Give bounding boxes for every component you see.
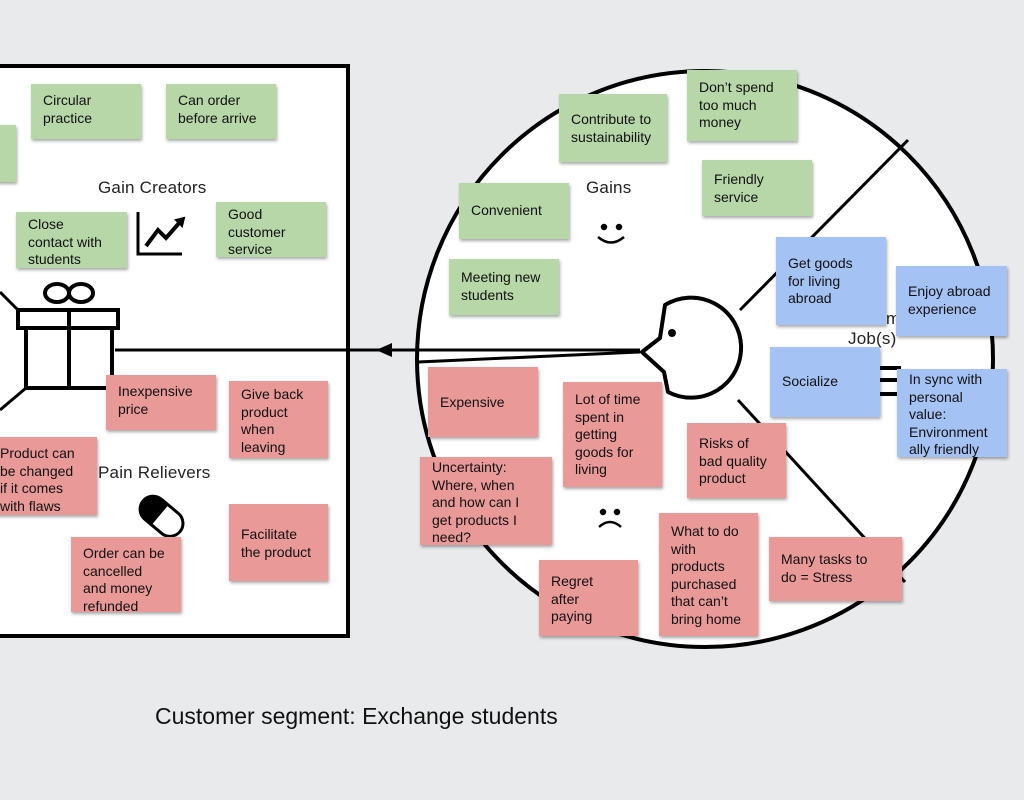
job-note-socialize[interactable]: Socialize [770,347,880,417]
customer-face-icon [640,295,744,400]
gain-note-convenient[interactable]: Convenient [459,183,569,239]
gift-icon [16,282,120,390]
job-note-enjoy-abroad[interactable]: Enjoy abroad experience [896,266,1007,336]
gain-creator-note-order-before-arrive[interactable]: Can order before arrive [166,84,276,139]
pain-reliever-note-order-cancelled[interactable]: Order can be cancelled and money refunde… [71,537,181,612]
pain-note-what-to-do[interactable]: What to do with products purchased that … [659,513,758,636]
gain-creator-note-customer-service[interactable]: Good customer service [216,202,326,257]
pain-note-many-tasks[interactable]: Many tasks to do = Stress [769,537,902,601]
job-note-get-goods[interactable]: Get goods for living abroad [776,237,886,325]
pain-note-regret[interactable]: Regret after paying [539,560,638,636]
pain-note-uncertainty[interactable]: Uncertainty: Where, when and how can I g… [420,457,552,545]
pain-reliever-note-facilitate[interactable]: Facilitate the product [229,504,328,581]
gain-note-sustainability[interactable]: Contribute to sustainability [559,94,667,162]
profile-divider-upper-right [738,138,910,312]
value-map-divider-lower [0,386,27,412]
customer-segment-caption: Customer segment: Exchange students [155,703,558,729]
gains-label: Gains [586,178,632,197]
pill-icon [138,494,185,538]
fit-arrow-head-left [376,343,392,357]
pain-reliever-note-give-back[interactable]: Give back product when leaving [229,381,328,458]
job-note-in-sync[interactable]: In sync with personal value: Environment… [897,369,1007,457]
gain-creator-note-edge[interactable] [0,125,16,182]
pain-note-expensive[interactable]: Expensive [428,367,538,437]
pain-note-bad-quality[interactable]: Risks of bad quality product [687,423,786,498]
gain-creator-note-close-contact[interactable]: Close contact with students [16,212,127,268]
pain-note-lot-of-time[interactable]: Lot of time spent in getting goods for l… [563,382,662,487]
pain-relievers-label: Pain Relievers [98,463,211,482]
gain-note-dont-spend[interactable]: Don’t spend too much money [687,70,797,141]
jobs-label: Job(s) [848,329,897,348]
gain-creator-note-circular-practice[interactable]: Circular practice [31,84,141,139]
value-map-divider-upper [0,290,20,312]
frown-icon [598,508,622,528]
gain-creators-label: Gain Creators [98,178,207,197]
gain-note-friendly-service[interactable]: Friendly service [702,160,812,216]
gain-note-meeting-students[interactable]: Meeting new students [449,259,559,315]
pain-reliever-note-inexpensive[interactable]: Inexpensive price [106,375,216,430]
growth-chart-icon [136,212,186,256]
jobs-stack-icon [879,366,901,396]
profile-divider-left [417,350,641,364]
smiley-icon [597,223,625,244]
pain-reliever-note-product-changed[interactable]: Product can be changed if it comes with … [0,437,97,515]
